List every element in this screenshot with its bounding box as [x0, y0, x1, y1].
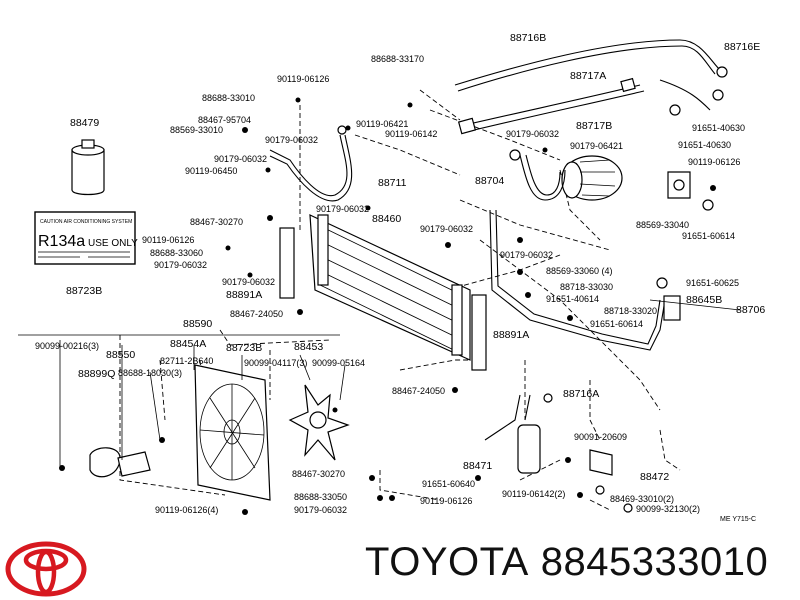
- label-88472: 88472: [640, 471, 669, 483]
- label-88454a: 88454A: [170, 338, 206, 350]
- label-91651-60625: 91651-60625: [686, 278, 739, 288]
- label-88569-33060-4: 88569-33060 (4): [546, 266, 613, 276]
- part-number: 8845333010: [540, 540, 769, 584]
- label-88460: 88460: [372, 213, 401, 225]
- label-91651-40614: 91651-40614: [546, 294, 599, 304]
- label-88717a: 88717A: [570, 70, 606, 82]
- label-88550: 88550: [106, 349, 135, 361]
- label-90119-06421: 90119-06421: [356, 119, 408, 129]
- toyota-logo-icon: [5, 541, 87, 597]
- fan-assembly: [59, 364, 350, 501]
- label-88467-24050-b: 88467-24050: [392, 386, 445, 396]
- label-88645b: 88645B: [686, 294, 722, 306]
- label-88891a-b: 88891A: [493, 329, 529, 341]
- label-88688-33050: 88688-33050: [294, 492, 347, 502]
- caution-label-refrigerant: R134a: [38, 233, 85, 250]
- part-labels: 88716B 88716E 88688-33170 88717A 88717B …: [35, 32, 765, 523]
- label-91651-60614-b: 91651-60614: [590, 319, 643, 329]
- fasteners: [225, 97, 583, 515]
- label-88590: 88590: [183, 318, 212, 330]
- label-88688-33010: 88688-33010: [202, 93, 255, 103]
- label-90119-06126-4: 90119-06126(4): [155, 505, 218, 515]
- label-88453: 88453: [294, 341, 323, 353]
- caution-label-line1: CAUTION AIR CONDITIONING SYSTEM: [40, 219, 132, 225]
- label-90119-06126-c: 90119-06126: [142, 235, 194, 245]
- label-88723b-a: 88723B: [66, 285, 102, 297]
- label-90179-06032-h: 90179-06032: [500, 250, 553, 260]
- label-88688-33170: 88688-33170: [371, 54, 424, 64]
- label-90179-06032-e: 90179-06032: [316, 204, 369, 214]
- label-90099-00216-3: 90099-00216(3): [35, 341, 99, 351]
- label-88706: 88706: [736, 304, 765, 316]
- caution-label-use-only: USE ONLY: [88, 238, 138, 249]
- bracket-right: [667, 171, 716, 211]
- label-90119-06126-b: 90119-06126: [688, 157, 740, 167]
- solid-leaders: [18, 299, 741, 470]
- label-90179-06032-b: 90179-06032: [214, 154, 267, 164]
- label-88717b: 88717B: [576, 120, 612, 132]
- label-88716a: 88716A: [563, 388, 599, 400]
- label-90179-06032-i: 90179-06032: [294, 505, 347, 515]
- label-88723b-b: 88723B: [226, 342, 262, 354]
- label-88569-33010: 88569-33010: [170, 125, 223, 135]
- label-88718-33020: 88718-33020: [604, 306, 657, 316]
- label-90099-32130-2: 90099-32130(2): [636, 504, 700, 514]
- label-88467-95704: 88467-95704: [198, 115, 251, 125]
- label-88899q: 88899Q: [78, 368, 115, 380]
- label-90119-06142: 90119-06142: [385, 129, 437, 139]
- receiver-tank: [484, 393, 553, 474]
- label-90091-20609: 90091-20609: [574, 432, 627, 442]
- pressure-switch: [565, 449, 633, 513]
- label-91651-40630-a: 91651-40630: [692, 123, 745, 133]
- label-90119-06450: 90119-06450: [185, 166, 237, 176]
- label-88479: 88479: [70, 117, 99, 129]
- label-88569-33040: 88569-33040: [636, 220, 689, 230]
- label-88467-30270-b: 88467-30270: [292, 469, 345, 479]
- label-90119-06126-a: 90119-06126: [277, 74, 329, 84]
- label-88716e: 88716E: [724, 41, 760, 53]
- label-90179-06032-g: 90179-06032: [420, 224, 473, 234]
- label-91651-40630-b: 91651-40630: [678, 140, 731, 150]
- discharge-pipe: [269, 125, 353, 202]
- label-90179-06032-d: 90179-06032: [154, 260, 207, 270]
- label-88469-33010-2: 88469-33010(2): [610, 494, 674, 504]
- label-88467-24050-a: 88467-24050: [230, 309, 283, 319]
- label-90119-06126-d: 90119-06126: [420, 496, 472, 506]
- condenser: [279, 214, 487, 371]
- label-88467-30270-a: 88467-30270: [190, 217, 243, 227]
- label-88711: 88711: [378, 177, 407, 189]
- brand-name: TOYOTA: [365, 540, 529, 584]
- hose-assembly: [454, 39, 728, 135]
- label-82711-2b640: 82711-2B640: [160, 356, 213, 366]
- caution-label: CAUTION AIR CONDITIONING SYSTEM R134a US…: [34, 211, 138, 265]
- label-90179-06421: 90179-06421: [570, 141, 623, 151]
- label-88471: 88471: [463, 460, 492, 472]
- label-88688-18030-3: 88688-18030(3): [118, 368, 182, 378]
- label-90099-05164: 90099-05164: [312, 358, 365, 368]
- label-91651-60640: 91651-60640: [422, 479, 475, 489]
- oil-can: [71, 139, 105, 196]
- liquid-pipe: [489, 209, 681, 351]
- label-90179-06032-f: 90179-06032: [222, 277, 275, 287]
- label-88718-33030: 88718-33030: [560, 282, 613, 292]
- label-88704: 88704: [475, 175, 504, 187]
- compressor: [509, 149, 623, 201]
- label-90179-06032-a: 90179-06032: [265, 135, 318, 145]
- label-88891a-a: 88891A: [226, 289, 262, 301]
- label-88688-33060: 88688-33060: [150, 248, 203, 258]
- label-drawing-code: ME Y715-C: [720, 516, 756, 523]
- label-90119-06142-2: 90119-06142(2): [502, 489, 565, 499]
- label-88716b: 88716B: [510, 32, 546, 44]
- label-91651-60614-a: 91651-60614: [682, 231, 735, 241]
- label-90179-06032-c: 90179-06032: [506, 129, 559, 139]
- label-90099-04117-3: 90099-04117(3): [244, 358, 307, 368]
